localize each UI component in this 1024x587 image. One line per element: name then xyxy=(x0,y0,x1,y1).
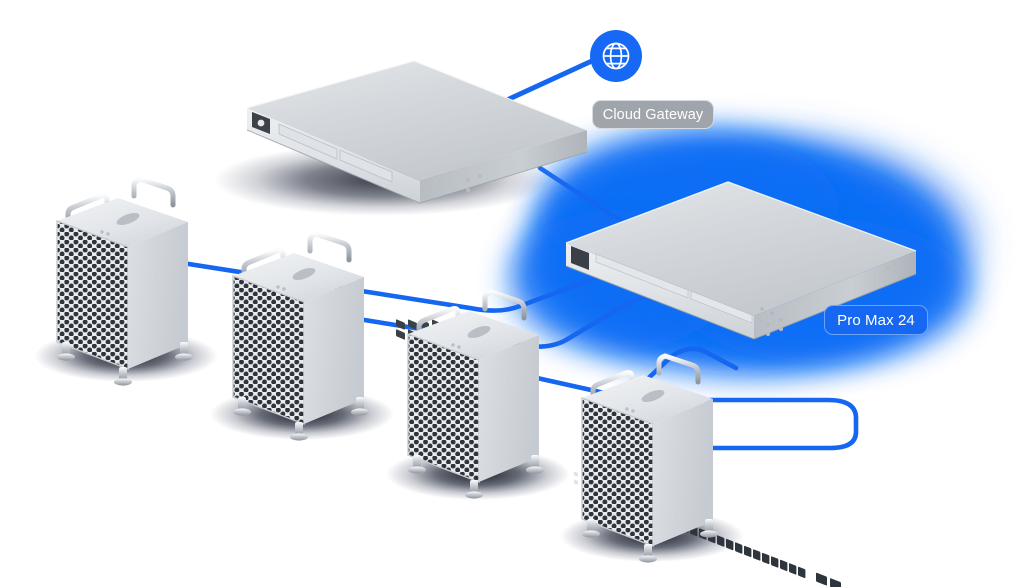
tower-buttons xyxy=(451,343,461,349)
tower-vent xyxy=(467,326,491,338)
pro-max-24-label[interactable]: Pro Max 24 xyxy=(824,305,928,335)
tower-handles xyxy=(241,231,352,282)
cloud-gateway-label[interactable]: Cloud Gateway xyxy=(592,100,714,129)
tower-handles xyxy=(416,289,527,340)
gateway-side-detail xyxy=(465,146,561,193)
tower-side-face xyxy=(479,335,539,482)
switch-side-detail xyxy=(765,266,890,337)
pro-max-24-switch-device[interactable] xyxy=(565,181,917,587)
tower-buttons xyxy=(625,407,635,413)
cable-tower4-switch xyxy=(697,397,859,451)
cloud-gateway-device[interactable] xyxy=(246,60,588,363)
tower-vent xyxy=(292,268,316,280)
tower-buttons xyxy=(276,285,286,291)
switch-status-leds xyxy=(760,307,774,315)
tower-feet xyxy=(408,455,544,499)
tower-buttons xyxy=(100,230,110,236)
tower-feet xyxy=(233,397,369,441)
switch-bezel-1 xyxy=(595,253,689,299)
tower-side-face xyxy=(653,399,713,546)
gateway-right-face xyxy=(420,130,587,203)
workstation-tower-3[interactable] xyxy=(407,289,544,499)
tower-grille-face xyxy=(582,398,653,546)
tower-grille-face xyxy=(233,276,304,424)
workstation-tower-4[interactable] xyxy=(581,353,718,563)
tower-grille-face xyxy=(57,221,128,369)
tower-handles xyxy=(65,176,176,227)
tower-feet xyxy=(582,519,718,563)
tower-vent xyxy=(116,213,140,225)
switch-bezel-2 xyxy=(690,290,753,324)
switch-right-face xyxy=(754,251,916,339)
globe-icon xyxy=(602,42,630,70)
tower-grille-face xyxy=(408,334,479,482)
tower-side-face xyxy=(128,222,188,369)
tower-side-face xyxy=(304,277,364,424)
gateway-display[interactable] xyxy=(252,112,270,134)
workstation-tower-2[interactable] xyxy=(232,231,369,441)
switch-top-face xyxy=(566,182,916,316)
switch-sfp-ports xyxy=(816,572,841,587)
tower-handles xyxy=(590,353,701,404)
gateway-bezel-1 xyxy=(278,123,338,160)
gateway-bezel-2 xyxy=(339,149,393,183)
gateway-top-face xyxy=(247,61,587,181)
workstation-tower-1[interactable] xyxy=(56,176,193,386)
internet-node[interactable] xyxy=(590,30,642,82)
tower-feet xyxy=(57,342,193,386)
tower-vent xyxy=(641,390,665,402)
